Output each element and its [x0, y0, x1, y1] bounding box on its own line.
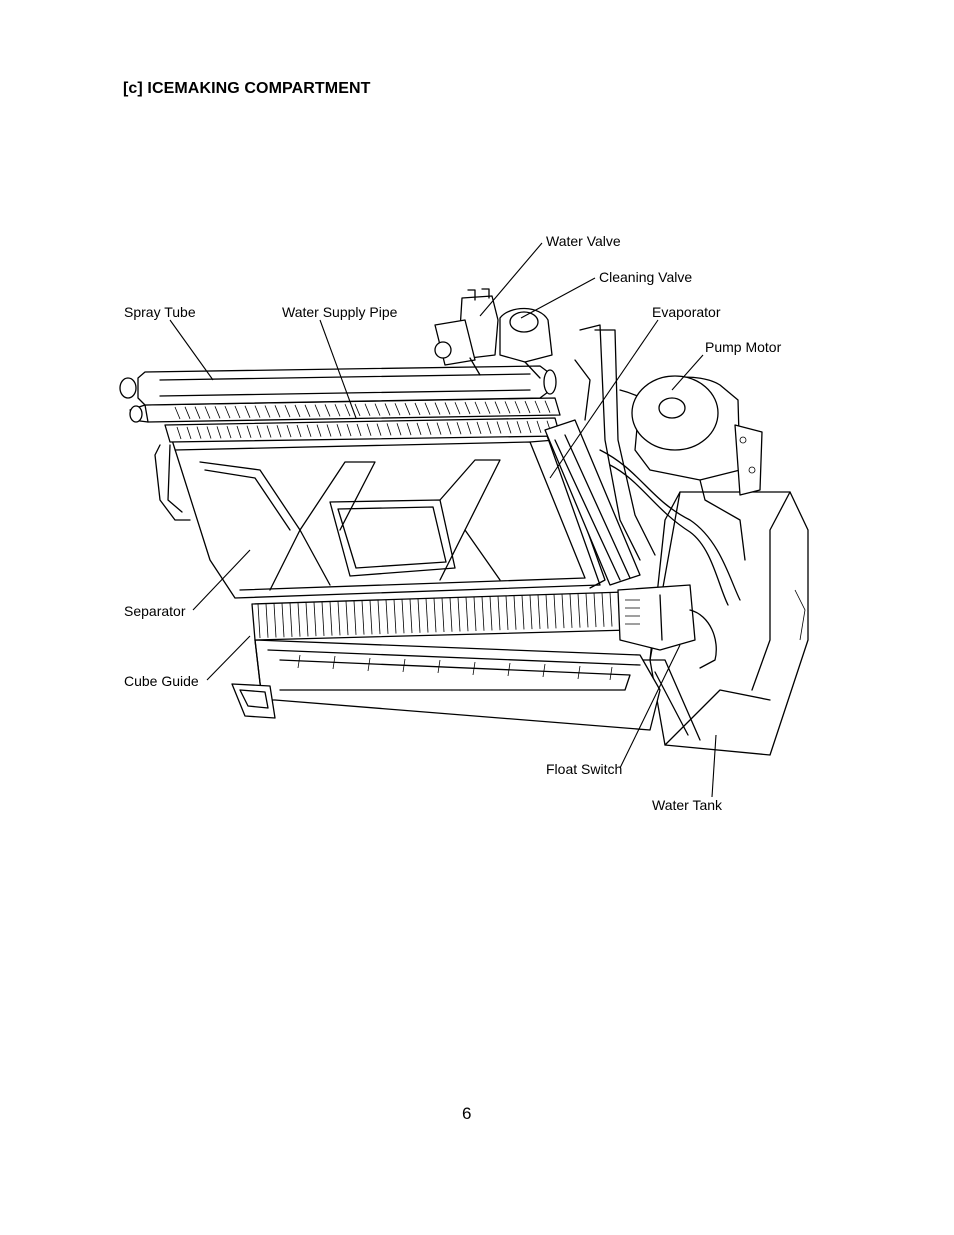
evaporator-plate-drawing: [171, 429, 606, 599]
label-float-switch: Float Switch: [546, 761, 623, 777]
pump-motor-drawing: [631, 375, 763, 561]
label-separator: Separator: [124, 603, 186, 619]
valves-drawing: [434, 288, 553, 379]
label-water-tank: Water Tank: [652, 797, 723, 813]
label-spray-tube: Spray Tube: [124, 304, 196, 320]
spray-tube-drawing: [119, 365, 557, 406]
separator-drawing: [251, 591, 631, 641]
leader-lines: [169, 242, 717, 798]
label-evaporator: Evaporator: [652, 304, 721, 320]
section-heading: [c] ICEMAKING COMPARTMENT: [123, 80, 371, 97]
label-cube-guide: Cube Guide: [124, 673, 199, 689]
page-number: 6: [462, 1104, 472, 1123]
float-switch-drawing: [617, 584, 717, 669]
label-water-valve: Water Valve: [546, 233, 621, 249]
cube-guide-drawing: [231, 639, 661, 731]
label-cleaning-valve: Cleaning Valve: [599, 269, 693, 285]
label-water-supply-pipe: Water Supply Pipe: [282, 304, 398, 320]
left-bracket-drawing: [154, 444, 191, 521]
label-pump-motor: Pump Motor: [705, 339, 782, 355]
